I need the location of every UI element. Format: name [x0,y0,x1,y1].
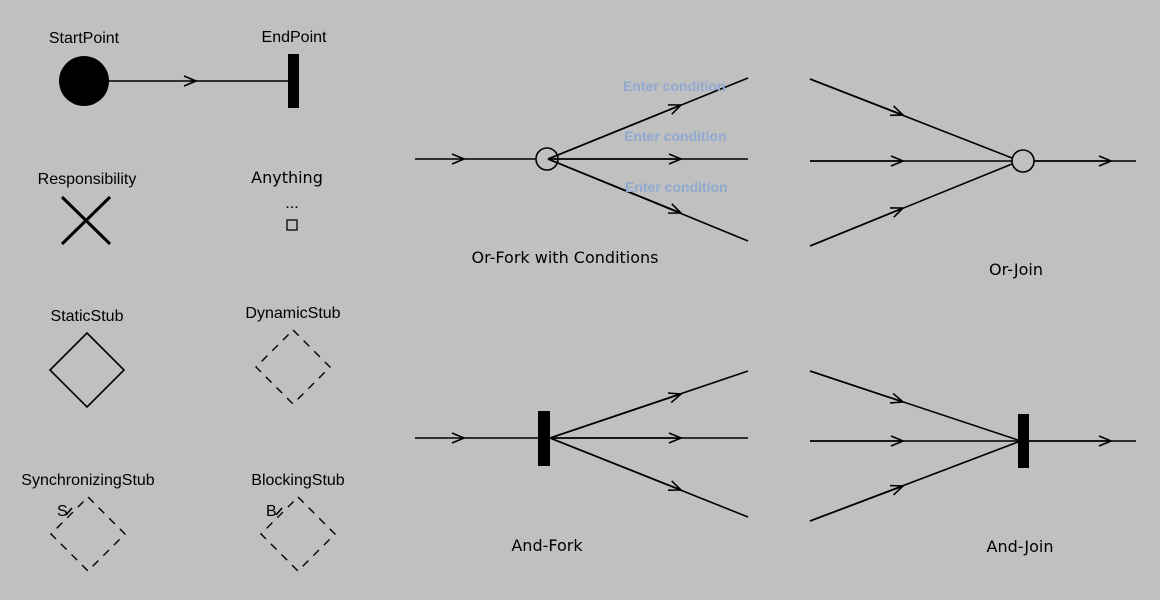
blocking-stub-dashed-diamond [260,496,336,572]
responsibility-cross-symbol [60,195,112,246]
start-point-label: StartPoint [49,30,120,47]
or-join-branch-lower-arrow [809,208,903,247]
static-stub-label: StaticStub [51,308,124,325]
and-join: And-Join [809,370,1136,556]
and-fork-branch-upper-arrow [549,394,681,439]
and-fork-bar [538,411,550,466]
start-point-symbol [59,56,109,106]
synchronizing-stub-tick [65,507,73,516]
or-fork-condition-lower[interactable]: Enter condition [625,179,728,195]
anything-square-symbol [286,219,298,231]
or-join-label: Or-Join [989,260,1043,279]
or-fork-branch-upper-arrow [547,105,681,160]
synchronizing-stub-label: SynchronizingStub [21,472,155,489]
blocking-stub-label: BlockingStub [251,472,344,489]
anything-label: Anything [251,168,323,187]
or-fork-condition-middle[interactable]: Enter condition [624,128,727,144]
or-fork-label: Or-Fork with Conditions [472,248,659,267]
and-join-branch-lower-arrow [809,486,903,522]
or-join: Or-Join [809,78,1136,279]
anything-ellipsis: ... [285,195,298,212]
synchronizing-stub-dashed-diamond [50,496,126,572]
synchronizing-stub-letter: S [57,503,68,520]
or-fork-condition-upper[interactable]: Enter condition [623,78,726,94]
and-fork-label: And-Fork [511,536,583,555]
responsibility-label: Responsibility [38,171,137,188]
blocking-stub-letter: B [266,503,277,520]
and-join-label: And-Join [987,537,1054,556]
and-join-bar [1018,414,1029,468]
and-fork-branch-lower-arrow [549,437,681,490]
end-point-bar [288,54,299,108]
and-fork: And-Fork [415,370,749,555]
end-point-label: EndPoint [262,29,327,46]
static-stub-diamond [48,331,126,409]
dynamic-stub-dashed-diamond [255,329,331,405]
or-join-circle [1011,149,1035,173]
and-join-branch-upper-arrow [809,370,903,402]
or-fork-branch-lower-arrow [547,158,681,213]
or-fork: Enter condition Enter condition Enter co… [415,77,749,267]
dynamic-stub-label: DynamicStub [245,305,340,322]
or-join-branch-upper-arrow [809,78,903,115]
blocking-stub-tick [275,507,283,516]
